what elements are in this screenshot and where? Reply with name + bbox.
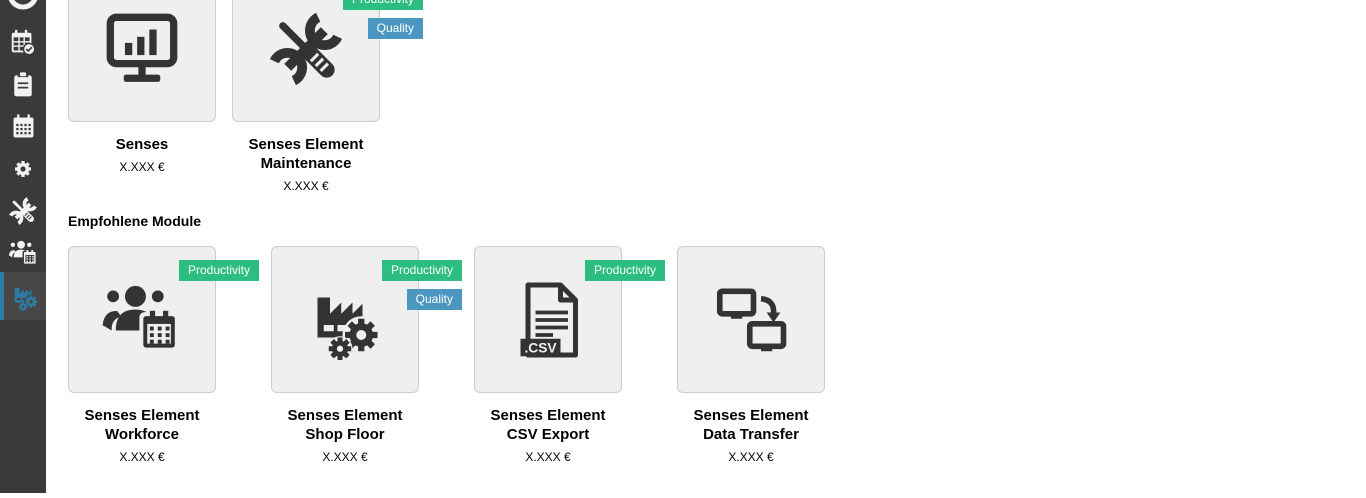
module-price: X.XXX € [119, 450, 165, 464]
module-card-workforce: Productivity Senses Element Workforce X.… [68, 246, 259, 464]
sidebar-item-maintenance[interactable] [0, 190, 46, 232]
module-price: X.XXX € [322, 450, 368, 464]
csv-file-icon: .CSV [520, 282, 578, 357]
badge-quality: Quality [406, 289, 462, 310]
data-transfer-icon [716, 287, 787, 351]
module-price: X.XXX € [119, 160, 165, 174]
calendar-check-icon [8, 28, 38, 58]
sidebar-item-calendar[interactable] [0, 106, 46, 148]
monitor-chart-icon [106, 13, 178, 82]
svg-text:.CSV: .CSV [524, 340, 557, 355]
module-tile[interactable]: Productivity Quality [232, 0, 423, 122]
module-price: X.XXX € [728, 450, 774, 464]
clipboard-icon [9, 71, 37, 99]
sidebar-item-profile[interactable] [0, 0, 46, 12]
module-tile[interactable]: .CSV Productivity [474, 246, 665, 393]
sidebar-item-planning[interactable] [0, 22, 46, 64]
badge-quality: Quality [367, 18, 423, 39]
module-tile[interactable] [68, 0, 216, 122]
module-title: Senses [115, 136, 169, 153]
factory-gears-icon [10, 281, 40, 311]
badge-productivity: Productivity [342, 0, 423, 10]
sidebar [0, 0, 46, 493]
team-calendar-icon [8, 238, 39, 269]
factory-gears-icon [305, 280, 385, 360]
user-circle-icon [5, 0, 41, 12]
team-calendar-icon [100, 278, 184, 362]
sidebar-item-settings[interactable] [0, 148, 46, 190]
module-tile[interactable]: Productivity [68, 246, 259, 393]
module-tile[interactable] [677, 246, 825, 393]
sidebar-item-module-store[interactable] [0, 272, 46, 320]
module-price: X.XXX € [525, 450, 571, 464]
badge-productivity: Productivity [381, 260, 462, 281]
gear-icon [8, 154, 38, 184]
module-card-data-transfer: Senses Element Data Transfer X.XXX € [677, 246, 825, 464]
module-card-csv-export: .CSV Productivity Senses Element CSV Exp… [474, 246, 665, 464]
module-title: Senses Element Maintenance [248, 136, 364, 172]
module-title: Senses Element Data Transfer [693, 407, 809, 443]
module-title: Senses Element Workforce [84, 407, 200, 443]
calendar-icon [9, 113, 38, 142]
recommended-modules-heading: Empfohlene Module [68, 213, 201, 229]
sidebar-item-workforce[interactable] [0, 232, 46, 274]
module-card-shop-floor: Productivity Quality Senses Element Shop… [271, 246, 462, 464]
badge-productivity: Productivity [178, 260, 259, 281]
sidebar-item-tasks[interactable] [0, 64, 46, 106]
module-tile[interactable]: Productivity Quality [271, 246, 462, 393]
tools-icon [8, 196, 38, 226]
module-card-senses: Senses X.XXX € [68, 0, 216, 174]
module-card-maintenance: Productivity Quality Senses Element Main… [232, 0, 423, 193]
tools-icon [267, 10, 345, 88]
module-price: X.XXX € [283, 179, 329, 193]
module-title: Senses Element Shop Floor [287, 407, 403, 443]
module-title: Senses Element CSV Export [490, 407, 606, 443]
badge-productivity: Productivity [584, 260, 665, 281]
